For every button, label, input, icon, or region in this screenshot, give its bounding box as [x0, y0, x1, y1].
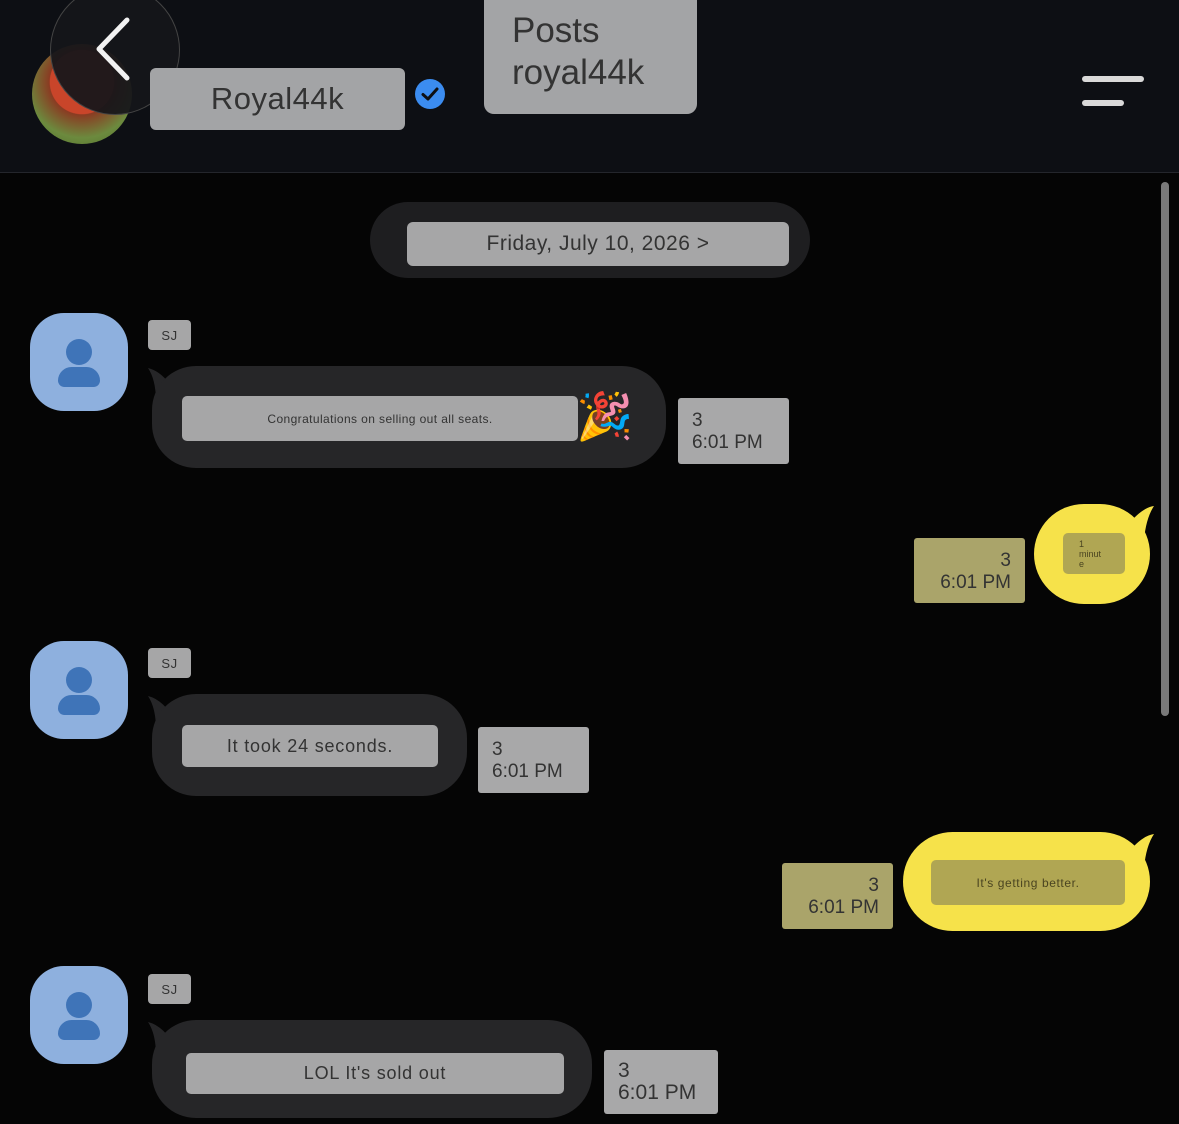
message-text: LOL It's sold out	[186, 1053, 564, 1094]
message-meta: 3 6:01 PM	[782, 863, 893, 929]
sender-avatar[interactable]	[30, 641, 128, 739]
message-text: 1 minut e	[1063, 533, 1125, 574]
sender-avatar[interactable]	[30, 966, 128, 1064]
read-count: 3	[492, 739, 503, 760]
posts-link[interactable]: Posts royal44k	[484, 0, 697, 114]
read-count: 3	[868, 875, 879, 896]
timestamp: 6:01 PM	[940, 572, 1011, 593]
menu-icon[interactable]	[1080, 74, 1144, 114]
read-count: 3	[1000, 550, 1011, 571]
message-meta: 3 6:01 PM	[914, 538, 1025, 603]
sender-name: SJ	[148, 320, 191, 350]
message-text: It's getting better.	[931, 860, 1125, 905]
read-count: 3	[692, 410, 703, 431]
sender-name: SJ	[148, 974, 191, 1004]
verified-badge-icon	[415, 79, 445, 109]
message-meta: 3 6:01 PM	[478, 727, 589, 793]
scrollbar[interactable]	[1161, 182, 1169, 716]
timestamp: 6:01 PM	[492, 761, 563, 782]
read-count: 3	[618, 1059, 630, 1082]
posts-handle: royal44k	[512, 53, 645, 92]
display-name[interactable]: Royal44k	[150, 68, 405, 130]
message-meta: 3 6:01 PM	[678, 398, 789, 464]
message-meta: 3 6:01 PM	[604, 1050, 718, 1114]
timestamp: 6:01 PM	[692, 432, 763, 453]
timestamp: 6:01 PM	[808, 897, 879, 918]
message-text: Congratulations on selling out all seats…	[182, 396, 578, 441]
text-line: minut	[1079, 548, 1102, 559]
party-popper-icon: 🎉	[576, 390, 634, 442]
date-label: Friday, July 10, 2026 >	[407, 222, 789, 266]
sender-name: SJ	[148, 648, 191, 678]
text-line: e	[1079, 558, 1085, 569]
timestamp: 6:01 PM	[618, 1081, 697, 1104]
chevron-left-icon	[96, 17, 130, 81]
sender-avatar[interactable]	[30, 313, 128, 411]
text-line: 1	[1079, 538, 1085, 549]
posts-label: Posts	[512, 11, 600, 50]
message-text: It took 24 seconds.	[182, 725, 438, 767]
